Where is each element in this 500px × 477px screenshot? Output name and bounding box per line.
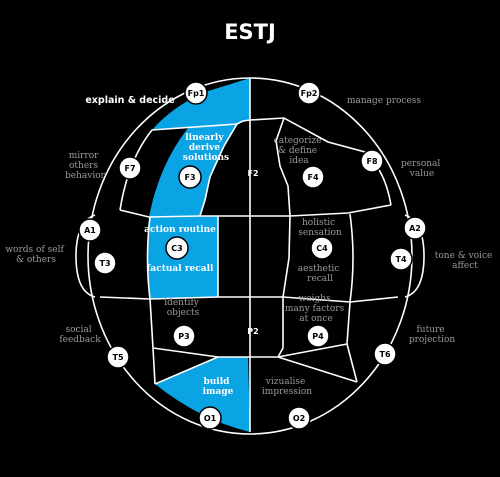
svg-text:T3: T3 xyxy=(99,259,110,268)
electrode-fp2: Fp2 xyxy=(297,81,321,105)
label-p3: identify objects xyxy=(164,298,202,318)
electrode-a2: A2 xyxy=(403,216,427,240)
label-fp2: manage process xyxy=(347,96,421,106)
label-f7: mirror others behavior xyxy=(65,151,106,181)
electrode-t6: T6 xyxy=(373,342,397,366)
svg-text:T5: T5 xyxy=(112,353,123,362)
electrode-p3: P3 xyxy=(172,324,196,348)
electrode-c4: C4 xyxy=(310,236,334,260)
electrode-f8: F8 xyxy=(360,149,384,173)
electrode-f2: F2 xyxy=(247,169,258,178)
electrode-p4: P4 xyxy=(306,324,330,348)
svg-text:P2: P2 xyxy=(247,327,258,336)
label-o1: build image xyxy=(203,377,234,397)
label-c3-top: action routine xyxy=(144,225,216,235)
label-f3: linearly derive solutions xyxy=(183,133,229,163)
region-o1-highlight xyxy=(155,357,250,432)
region-fp1-highlight xyxy=(152,78,250,130)
svg-text:P3: P3 xyxy=(178,332,189,341)
page-title: ESTJ xyxy=(224,20,276,44)
label-f4: categorize & define idea xyxy=(274,136,325,166)
svg-text:Fp1: Fp1 xyxy=(188,89,205,98)
label-t5: social feedback xyxy=(59,325,101,345)
svg-text:A2: A2 xyxy=(409,224,421,233)
svg-text:C4: C4 xyxy=(316,244,328,253)
label-c3-bottom: factual recall xyxy=(147,264,214,274)
label-t6: future projection xyxy=(409,325,456,345)
electrode-t4: T4 xyxy=(389,247,413,271)
svg-text:F7: F7 xyxy=(124,164,135,173)
electrode-f7: F7 xyxy=(118,156,142,180)
label-c4-bottom: aesthetic recall xyxy=(298,264,342,284)
electrode-c3: C3 xyxy=(165,236,189,260)
electrode-p2: P2 xyxy=(247,327,258,336)
svg-text:F4: F4 xyxy=(307,173,318,182)
label-o2: vizualise impression xyxy=(262,377,312,397)
region-grid xyxy=(99,78,399,432)
electrode-o2: O2 xyxy=(287,406,311,430)
svg-text:F3: F3 xyxy=(184,173,195,182)
svg-text:A1: A1 xyxy=(84,226,96,235)
label-t3: words of self & others xyxy=(5,245,66,265)
svg-text:T6: T6 xyxy=(379,350,390,359)
label-f8: personal value xyxy=(401,159,443,179)
electrode-t5: T5 xyxy=(106,345,130,369)
label-c4-top: holistic sensation xyxy=(298,218,342,238)
svg-text:F8: F8 xyxy=(366,157,377,166)
svg-text:T4: T4 xyxy=(395,255,406,264)
electrode-fp1: Fp1 xyxy=(184,81,208,105)
svg-text:P4: P4 xyxy=(312,332,324,341)
svg-text:F2: F2 xyxy=(247,169,258,178)
label-t4: tone & voice affect xyxy=(435,251,496,271)
svg-text:C3: C3 xyxy=(171,244,182,253)
electrode-f4: F4 xyxy=(301,165,325,189)
electrode-o1: O1 xyxy=(198,406,222,430)
electrode-t3: T3 xyxy=(93,251,117,275)
electrode-f3: F3 xyxy=(178,165,202,189)
label-p4: weighs many factors at once xyxy=(285,294,347,324)
electrode-a1: A1 xyxy=(78,218,102,242)
svg-text:O1: O1 xyxy=(204,414,217,423)
label-fp1: explain & decide xyxy=(85,95,174,106)
svg-text:O2: O2 xyxy=(293,414,305,423)
svg-text:Fp2: Fp2 xyxy=(301,89,318,98)
